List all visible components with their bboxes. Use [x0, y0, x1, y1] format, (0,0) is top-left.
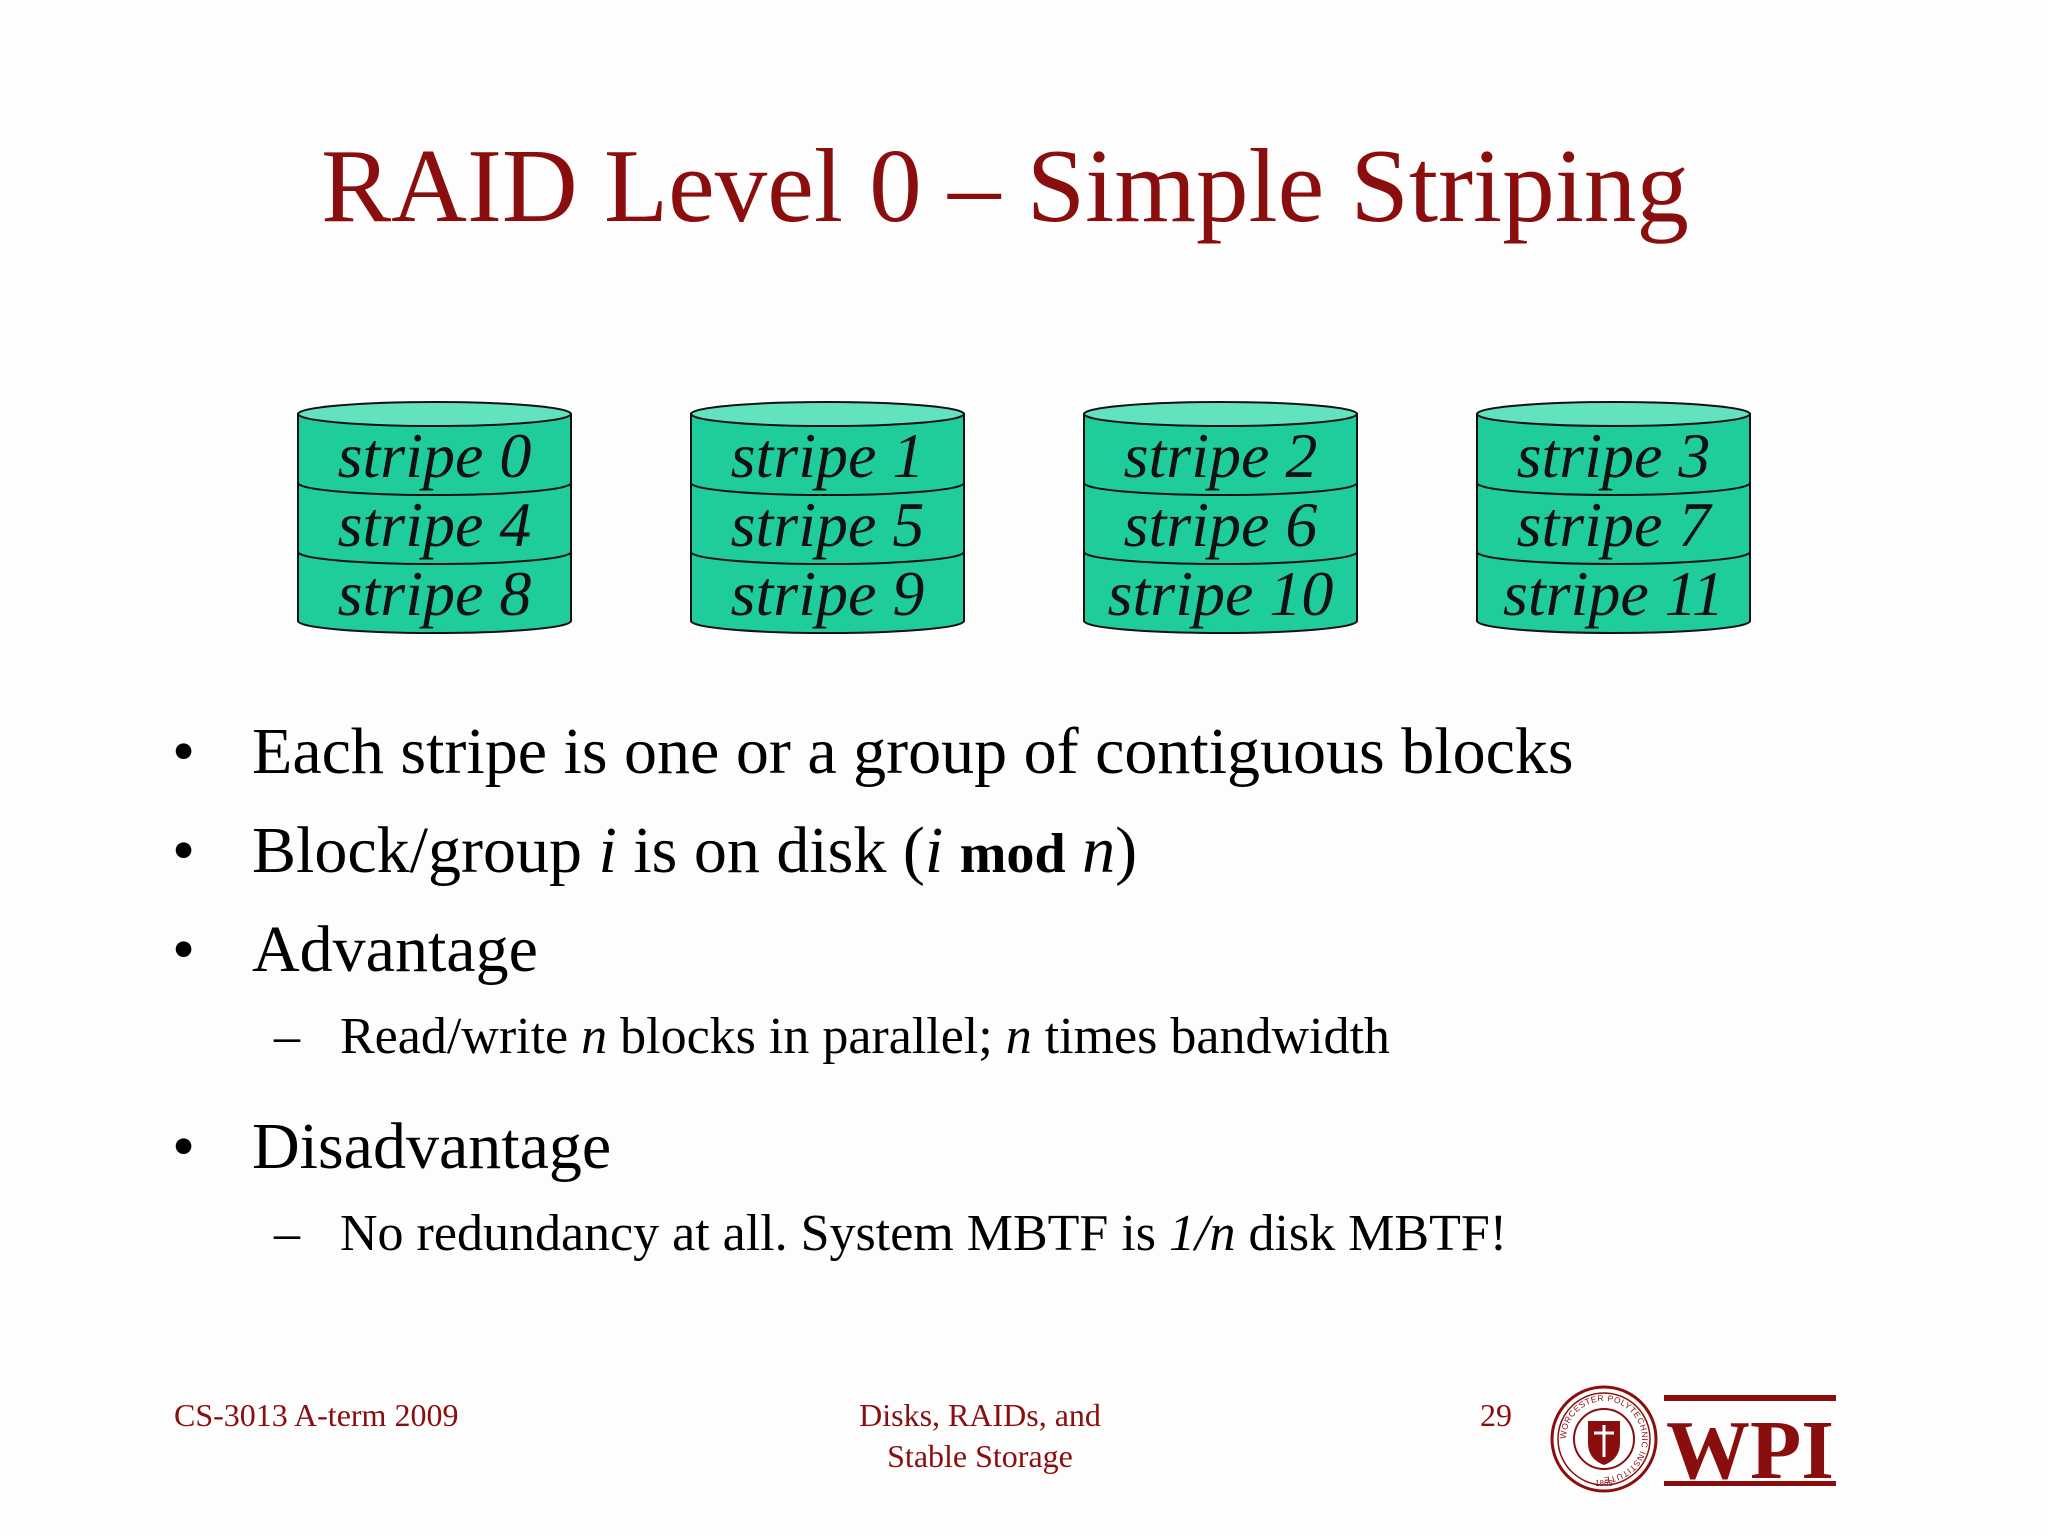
stripe-label: stripe 5 [731, 489, 925, 560]
stripe-label: stripe 3 [1517, 420, 1711, 491]
bullet-icon: • [172, 715, 196, 788]
slide-title: RAID Level 0 – Simple Striping [321, 127, 1689, 244]
stripe-label: stripe 10 [1108, 558, 1334, 629]
bullet-item: • Disadvantage [172, 1107, 1972, 1187]
bullet-item: • Each stripe is one or a group of conti… [172, 712, 1972, 792]
bullet-list: • Each stripe is one or a group of conti… [172, 712, 1972, 1304]
stripe-label: stripe 6 [1124, 489, 1318, 560]
footer-topic-line: Disks, RAIDs, and [859, 1397, 1101, 1433]
bullet-text: Advantage [252, 913, 538, 986]
stripe-label: stripe 11 [1503, 558, 1724, 629]
bullet-icon: • [172, 814, 196, 887]
svg-text:1865: 1865 [1595, 1479, 1613, 1488]
footer-topic: Disks, RAIDs, and Stable Storage [830, 1395, 1130, 1477]
bullet-text: Block/group i is on disk (i mod n) [252, 814, 1138, 887]
footer-course: CS-3013 A-term 2009 [174, 1397, 459, 1433]
dash-icon: – [274, 1205, 300, 1262]
bullet-text: Each stripe is one or a group of contigu… [252, 715, 1574, 788]
page-number: 29 [1480, 1397, 1512, 1433]
bullet-icon: • [172, 1110, 196, 1183]
sub-bullet-item: – No redundancy at all. System MBTF is 1… [172, 1202, 1972, 1266]
stripe-label: stripe 7 [1517, 489, 1714, 560]
sub-bullet-item: – Read/write n blocks in parallel; n tim… [172, 1005, 1972, 1069]
wpi-wordmark: WPI [1666, 1404, 1834, 1495]
dash-icon: – [274, 1008, 300, 1065]
bullet-icon: • [172, 913, 196, 986]
bullet-item: • Advantage [172, 910, 1972, 990]
stripe-label: stripe 8 [338, 558, 532, 629]
bullet-text: Disadvantage [252, 1110, 612, 1183]
seal-icon: WORCESTER POLYTECHNIC INSTITUTE 1865 [1550, 1385, 1658, 1493]
stripe-label: stripe 2 [1124, 420, 1318, 491]
sub-bullet-text: No redundancy at all. System MBTF is 1/n… [340, 1205, 1508, 1262]
footer-topic-line: Stable Storage [887, 1438, 1073, 1474]
sub-bullet-text: Read/write n blocks in parallel; n times… [340, 1008, 1390, 1065]
stripe-label: stripe 9 [731, 558, 925, 629]
wpi-logo: WORCESTER POLYTECHNIC INSTITUTE 1865 WPI [1550, 1385, 1836, 1495]
stripe-label: stripe 0 [338, 420, 532, 491]
stripe-label: stripe 4 [338, 489, 532, 560]
bullet-item: • Block/group i is on disk (i mod n) [172, 811, 1972, 891]
stripe-label: stripe 1 [731, 420, 925, 491]
